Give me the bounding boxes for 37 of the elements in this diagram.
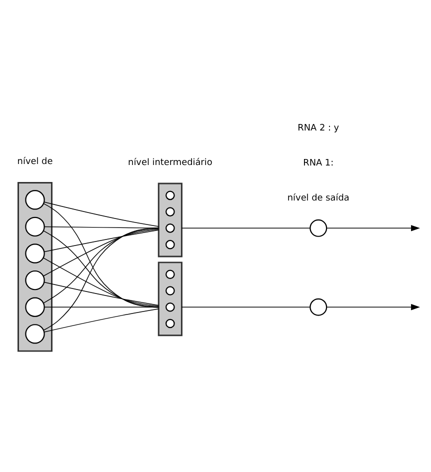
connector [43,203,159,308]
connector [44,230,159,252]
node-circle [25,190,45,210]
node-circle [166,318,175,328]
label: nível intermediário [128,158,212,168]
node-circle [25,270,45,290]
connector [42,257,159,307]
connector [44,308,159,332]
node-circle [310,219,328,237]
label: RNA 2 : y [298,124,340,134]
label: nível de saída [287,194,350,204]
node-circle [310,298,328,316]
node-circle [166,286,175,296]
node-circle [166,207,175,216]
node-circle [166,190,175,200]
node-circle [25,216,45,237]
cluster [158,182,182,258]
label: nível de [17,157,53,168]
node-circle [166,270,175,279]
connector [43,228,159,331]
connector [181,228,310,229]
node-circle [166,302,175,312]
connector [44,306,159,308]
node-circle [25,297,45,317]
node-circle [25,244,45,264]
node-circle [25,324,45,344]
cluster [158,262,182,336]
connector [44,202,159,227]
cluster [18,182,52,352]
node-circle [166,240,175,250]
connector [181,306,310,308]
label: RNA 1: [303,158,334,169]
connector [44,282,159,306]
arrow [326,225,420,232]
arrow [326,304,420,310]
node-circle [166,224,175,233]
connector [43,228,159,276]
